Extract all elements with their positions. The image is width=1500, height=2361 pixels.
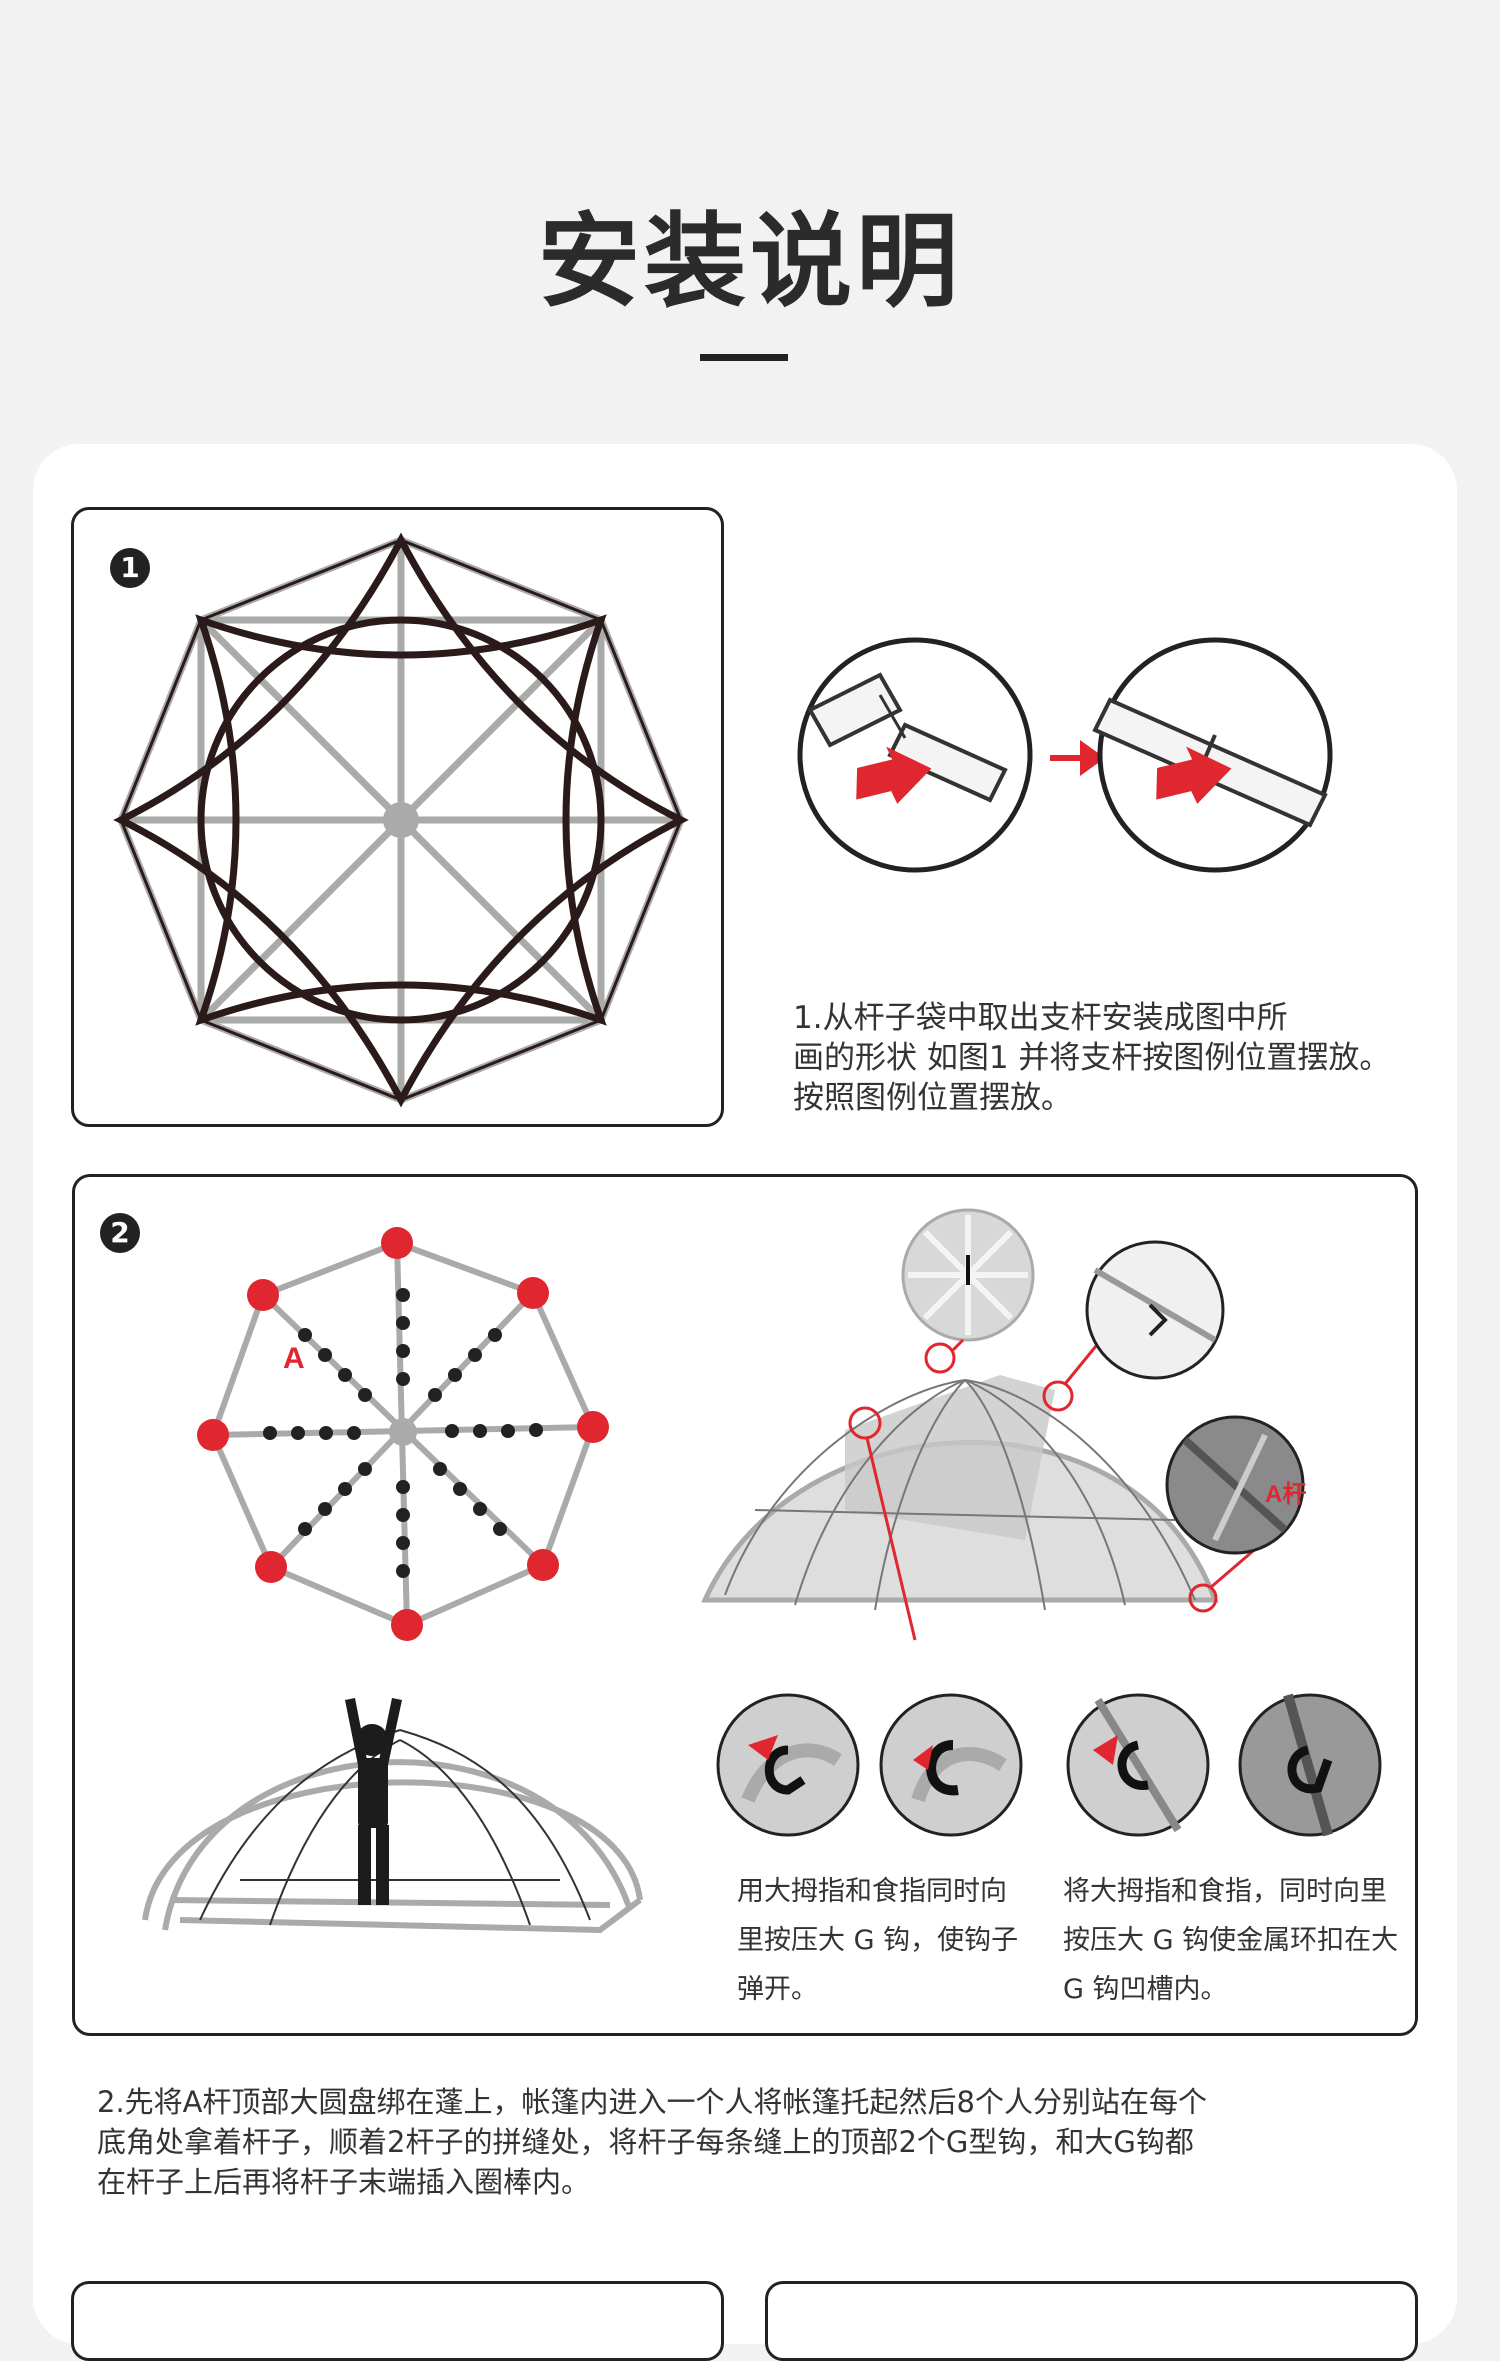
g-hook-step-2 [881, 1695, 1021, 1835]
pole-a-zoom: A杆 [1167, 1417, 1306, 1553]
g-hook-step-1 [718, 1695, 858, 1835]
g-hook-right-caption-line-3: G 钩凹槽内。 [1063, 1965, 1228, 2014]
g-hook-left-caption-line-3: 弹开。 [737, 1965, 818, 2014]
pole-layout-diagram: A [200, 1225, 620, 1645]
hub-zoom [903, 1210, 1033, 1340]
tent-callout-diagram: A杆 [695, 1210, 1315, 1640]
step1-caption-line-2: 画的形状 如图1 并将支杆按图例位置摆放。 [793, 1038, 1390, 1078]
g-hook-left-caption-line-2: 里按压大 G 钩，使钩子 [737, 1916, 1018, 1965]
person-holding-tent-diagram [140, 1680, 650, 1940]
step2-instruction-line-1: 2.先将A杆顶部大圆盘绑在蓬上，帐篷内进入一个人将帐篷托起然后8个人分别站在每个 [97, 2082, 1207, 2122]
step1-caption-line-3: 按照图例位置摆放。 [793, 1078, 1072, 1118]
g-hook-right-caption-line-1: 将大拇指和食指，同时向里 [1063, 1867, 1387, 1916]
step2-badge: 2 [100, 1213, 140, 1253]
title-underline [700, 354, 788, 361]
pole-connect-diagram [795, 630, 1355, 880]
step1-caption-line-1: 1.从杆子袋中取出支杆安装成图中所 [793, 998, 1288, 1038]
g-hook-step-3 [1068, 1695, 1208, 1835]
g-hook-left-caption-line-1: 用大拇指和食指同时向 [737, 1867, 1007, 1916]
step2-instruction-line-2: 底角处拿着杆子，顺着2杆子的拼缝处，将杆子每条缝上的顶部2个G型钩，和大G钩都 [97, 2122, 1194, 2162]
pole-a-label: A [283, 1342, 305, 1375]
star-frame-diagram [111, 530, 691, 1110]
page-title: 安装说明 [0, 180, 1500, 327]
pole-a-callout-label: A杆 [1265, 1481, 1306, 1508]
hook-zoom-top [1087, 1242, 1223, 1378]
step2-instruction-line-3: 在杆子上后再将杆子末端插入圈棒内。 [97, 2162, 590, 2202]
step3-panel-right [765, 2281, 1418, 2361]
g-hook-steps [718, 1690, 1388, 1840]
g-hook-step-4 [1240, 1695, 1380, 1835]
step3-panel-left [71, 2281, 724, 2361]
g-hook-right-caption-line-2: 按压大 G 钩使金属环扣在大 [1063, 1916, 1398, 1965]
